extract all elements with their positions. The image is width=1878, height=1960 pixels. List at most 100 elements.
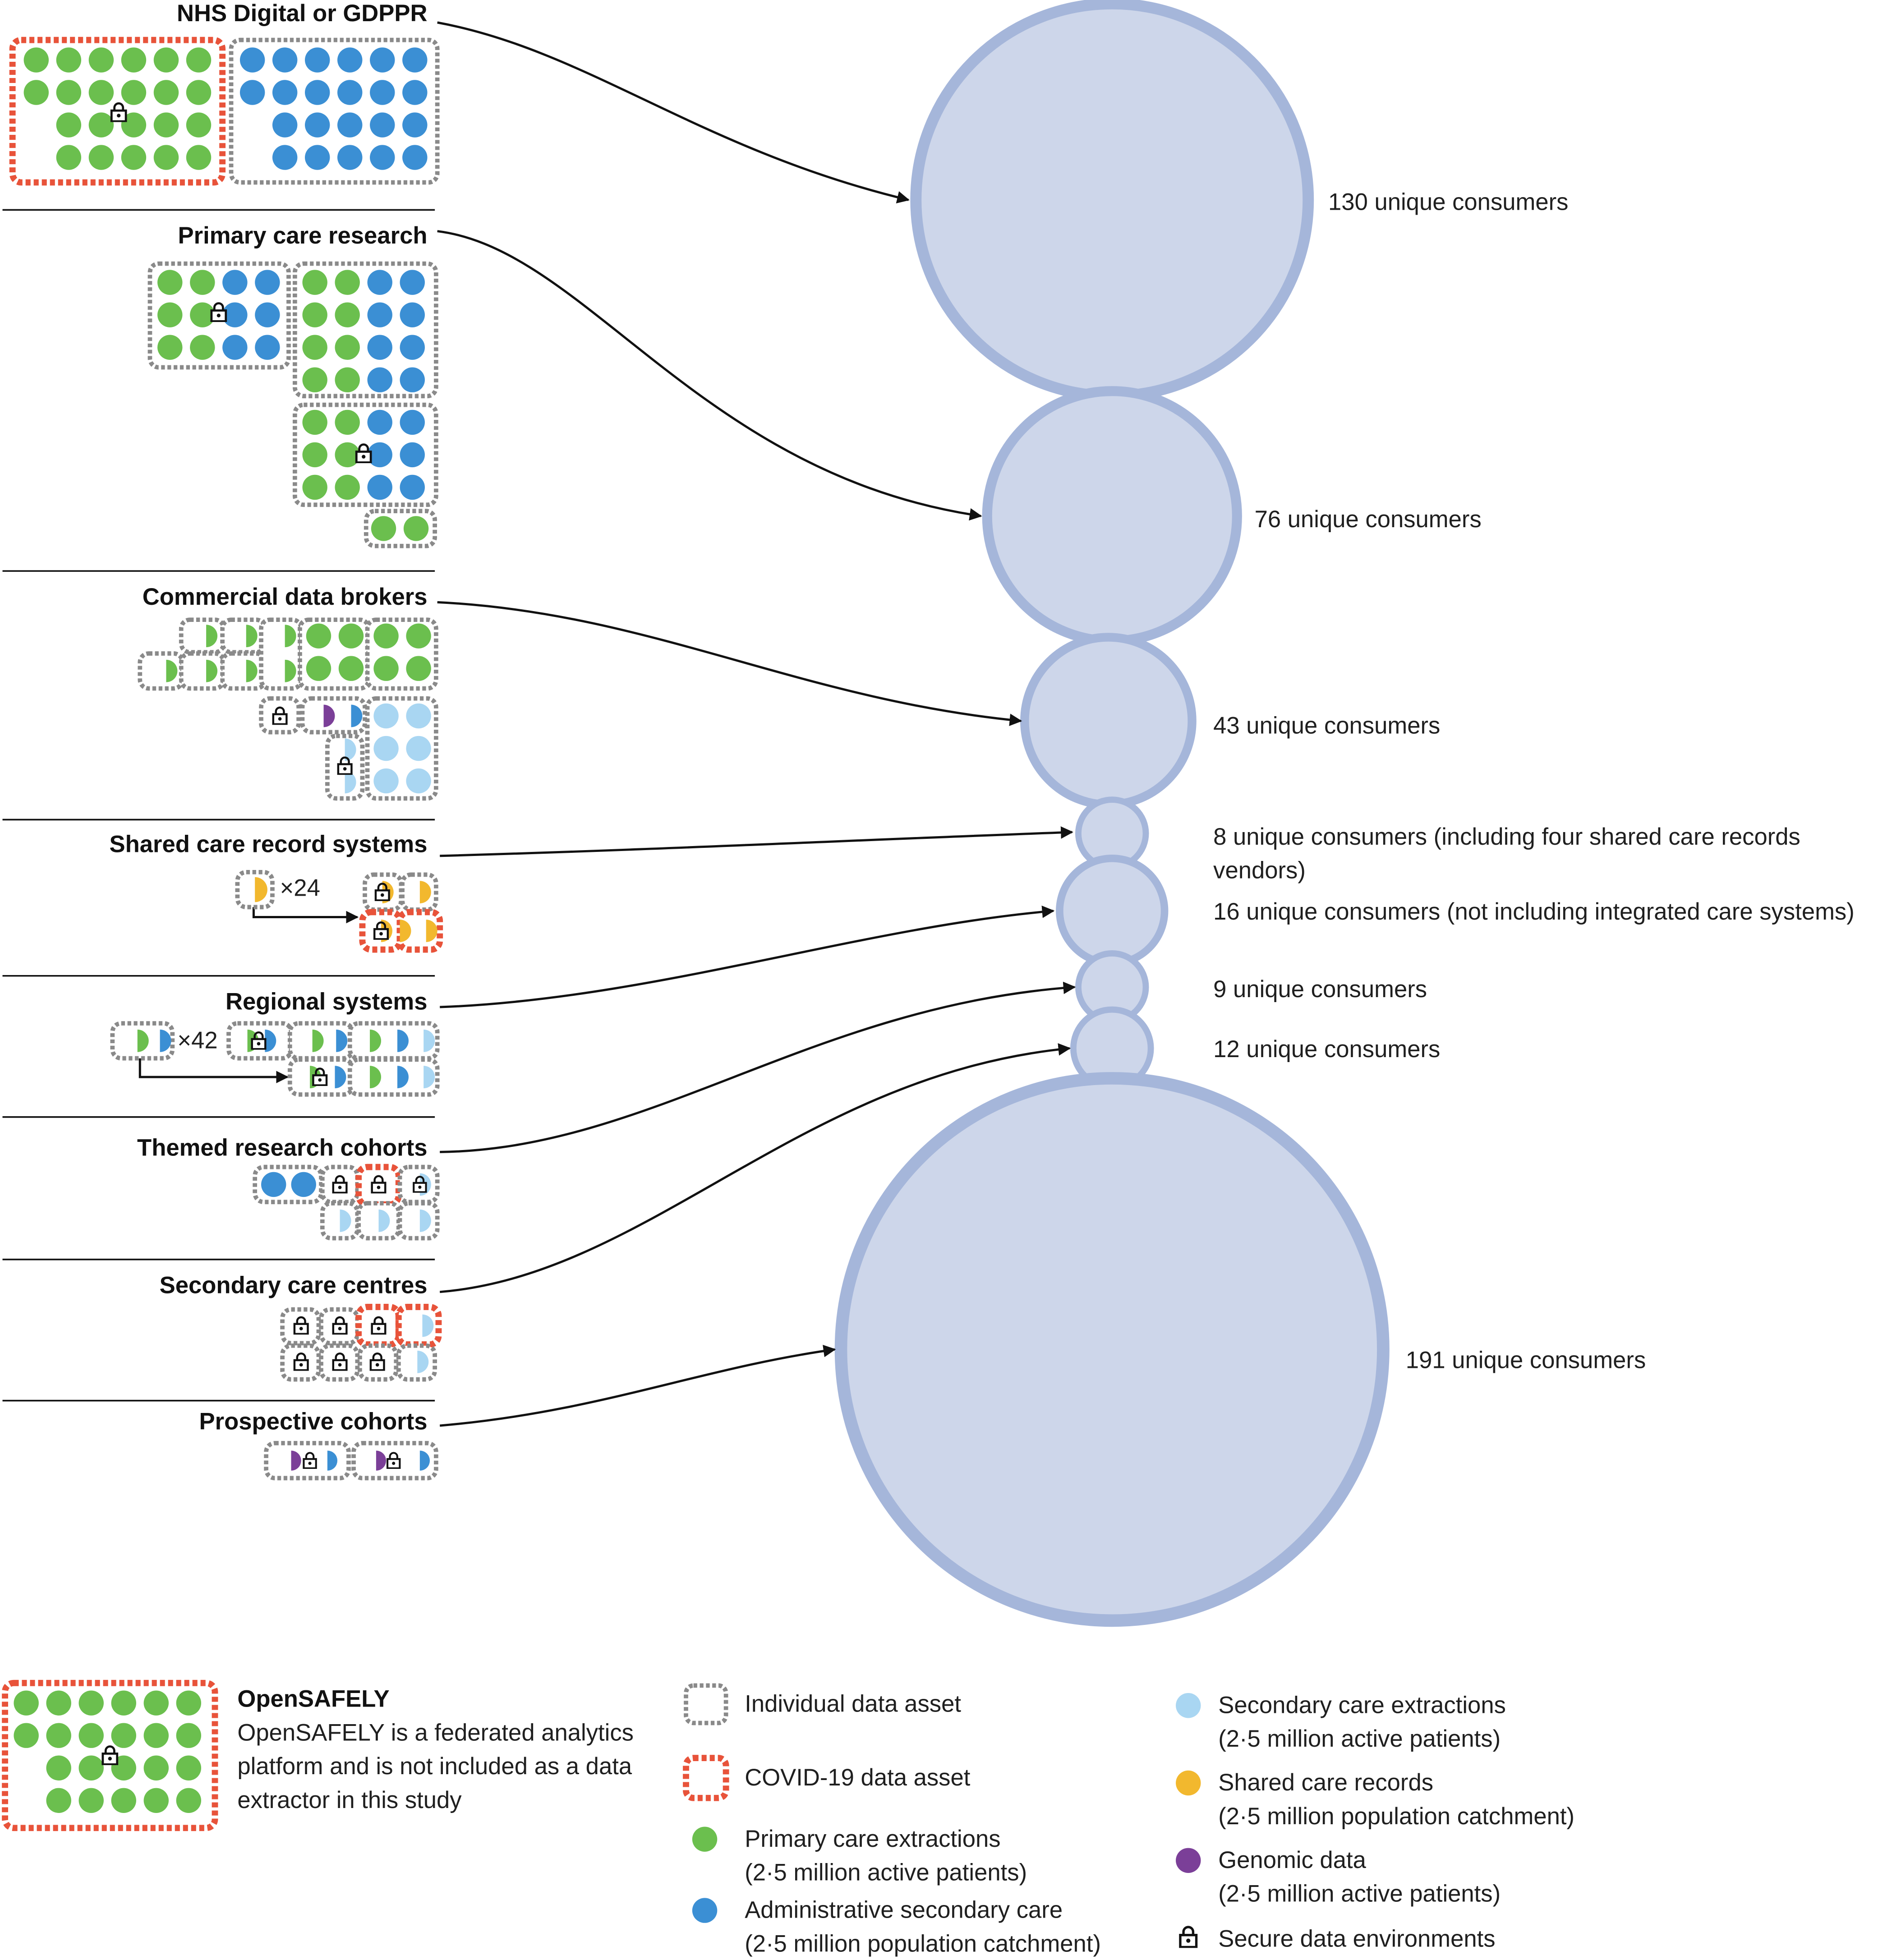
data-dot [46, 1788, 71, 1813]
data-dot [367, 442, 392, 468]
data-half-dot [323, 704, 335, 727]
data-asset-groups [9, 37, 443, 1481]
data-dot [367, 367, 392, 392]
covid-asset-swatch [683, 1755, 729, 1801]
data-dot [88, 112, 114, 138]
data-half-dot [160, 1029, 171, 1052]
data-dot [305, 80, 330, 105]
data-dot [338, 656, 364, 681]
data-dot [367, 270, 392, 295]
data-dot [222, 270, 248, 295]
data-dot [46, 1690, 71, 1716]
data-half-dot [285, 659, 296, 682]
data-dot [367, 335, 392, 360]
data-dot [406, 656, 431, 681]
data-dot [406, 768, 431, 794]
data-half-dot [351, 704, 363, 727]
data-dot [190, 335, 215, 360]
data-dot [88, 145, 114, 170]
flow-arrow [440, 1043, 1071, 1293]
data-dot [157, 335, 183, 360]
flow-arrow [437, 21, 910, 203]
data-dot [305, 47, 330, 73]
data-dot [302, 367, 327, 392]
data-dot [302, 335, 327, 360]
data-half-dot [378, 1209, 390, 1232]
consumer-bubble [1056, 855, 1169, 967]
data-dot [143, 1723, 169, 1748]
flow-arrow [440, 981, 1076, 1153]
source-heading: Regional systems [226, 989, 428, 1015]
data-dot [176, 1755, 202, 1781]
opensafely-title: OpenSAFELY [237, 1686, 389, 1712]
data-dot [111, 1690, 136, 1716]
data-dot [302, 442, 327, 468]
consumer-bubble [910, 0, 1314, 402]
data-dot [337, 112, 363, 138]
data-dot [186, 80, 212, 105]
data-half-dot [423, 1029, 435, 1052]
opensafely-asset-group [2, 1679, 218, 1831]
data-dot [406, 736, 431, 761]
consumer-label: 12 unique consumers [1213, 1036, 1440, 1063]
data-dot [143, 1788, 169, 1813]
data-dot [272, 112, 298, 138]
data-dot [302, 302, 327, 327]
data-dot [143, 1755, 169, 1781]
data-asset-box [220, 617, 267, 655]
data-dot [153, 80, 179, 105]
secondary-extract-swatch [1176, 1693, 1201, 1718]
data-dot [186, 47, 212, 73]
flow-arrows [437, 21, 1076, 1427]
source-heading: Shared care record systems [110, 831, 428, 857]
data-half-dot [285, 625, 296, 648]
flow-arrow [440, 826, 1073, 857]
data-dot [406, 623, 431, 649]
data-dot [402, 47, 428, 73]
data-dot [190, 302, 215, 327]
data-dot [222, 302, 248, 327]
multiplier-label: ×24 [280, 874, 320, 901]
data-dot [306, 623, 331, 649]
source-heading: NHS Digital or GDPPR [177, 0, 428, 27]
legend-label: (2·5 million active patients) [1218, 1725, 1501, 1752]
source-headings: NHS Digital or GDPPR Primary care resear… [110, 0, 428, 1435]
data-half-dot [246, 625, 258, 648]
data-dot [403, 516, 429, 541]
data-dot [88, 80, 114, 105]
data-dot [371, 516, 396, 541]
data-dot [400, 302, 425, 327]
data-half-dot [312, 1029, 324, 1052]
source-heading: Themed research cohorts [137, 1135, 427, 1161]
data-dot [370, 47, 395, 73]
data-half-dot [137, 1029, 149, 1052]
data-dot [272, 47, 298, 73]
data-dot [121, 80, 147, 105]
genomic-swatch [1176, 1848, 1201, 1873]
data-dot [46, 1755, 71, 1781]
data-dot [176, 1788, 202, 1813]
data-half-dot [206, 625, 218, 648]
data-dot [335, 442, 360, 468]
opensafely-text: OpenSAFELY is a federated analytics [237, 1719, 634, 1746]
legend-label: Primary care extractions [745, 1826, 1000, 1852]
data-dot [400, 335, 425, 360]
data-dot [373, 703, 399, 729]
legend-label: (2·5 million active patients) [1218, 1881, 1501, 1907]
data-dot [367, 409, 392, 435]
data-dot [46, 1723, 71, 1748]
legend: Individual data asset COVID-19 data asse… [683, 1683, 1574, 1957]
data-asset-box [292, 261, 438, 399]
data-dot [121, 145, 147, 170]
data-dot [373, 623, 399, 649]
data-dot [14, 1723, 39, 1748]
data-dot [88, 47, 114, 73]
legend-label: Administrative secondary care [745, 1897, 1063, 1923]
shared-care-swatch [1176, 1770, 1201, 1796]
data-dot [306, 656, 331, 681]
legend-label: COVID-19 data asset [745, 1764, 971, 1791]
data-dot [78, 1723, 104, 1748]
data-dot [335, 474, 360, 500]
data-dot [121, 47, 147, 73]
